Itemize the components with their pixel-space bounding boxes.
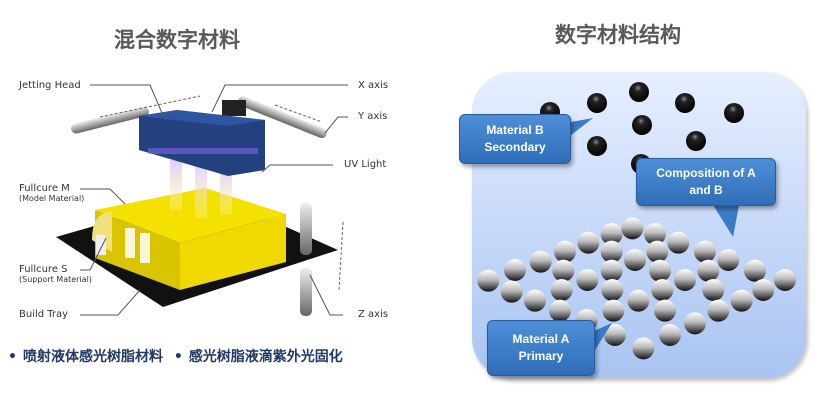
material-a-sphere xyxy=(651,279,674,301)
bullet-2: 感光树脂液滴紫外光固化 xyxy=(188,349,343,365)
callout-composition: Composition of A and B xyxy=(636,158,776,206)
callout-a-line2: Primary xyxy=(518,349,564,363)
bullet-dot: • xyxy=(8,349,17,365)
label-jetting-head: Jetting Head xyxy=(19,80,81,91)
material-a-sphere xyxy=(752,279,775,301)
material-a-sphere xyxy=(644,223,666,245)
material-a-sphere xyxy=(649,259,671,282)
material-a-sphere xyxy=(552,259,575,282)
material-b-sphere xyxy=(629,82,649,102)
material-a-sphere xyxy=(654,299,676,322)
material-a-sphere xyxy=(730,289,753,312)
right-title: 数字材料结构 xyxy=(555,23,681,47)
printer-illustration xyxy=(56,84,348,316)
callout-comp-line2: and B xyxy=(689,183,723,197)
label-x-axis: X axis xyxy=(358,80,389,91)
bullet-dot: • xyxy=(173,349,183,365)
material-a-sphere xyxy=(604,324,626,346)
label-fullcure-m: Fullcure M(Model Material) xyxy=(19,183,84,203)
material-b-sphere xyxy=(724,103,744,123)
material-a-sphere xyxy=(550,279,573,301)
model-block-top xyxy=(95,188,286,243)
callout-b-line2: Secondary xyxy=(484,140,546,154)
material-b-sphere xyxy=(587,136,607,156)
material-a-sphere xyxy=(667,231,690,254)
material-a-sphere xyxy=(702,279,725,301)
label-uv-light: UV Light xyxy=(344,159,387,170)
material-a-sphere xyxy=(684,312,706,335)
fullcure-m-text: Fullcure M xyxy=(19,183,70,194)
material-a-sphere xyxy=(600,259,623,282)
material-a-sphere xyxy=(529,250,552,273)
label-z-axis: Z axis xyxy=(358,309,389,320)
material-a-sphere xyxy=(707,299,730,322)
callout-a-line1: Material A xyxy=(512,332,570,346)
material-a-sphere xyxy=(600,223,623,245)
callout-material-b: Material B Secondary xyxy=(459,114,571,164)
material-a-sphere xyxy=(549,299,571,322)
fullcure-m-sub: (Model Material) xyxy=(19,194,85,203)
material-a-sphere xyxy=(717,249,740,271)
material-a-sphere xyxy=(632,337,655,360)
material-a-sphere xyxy=(697,259,720,282)
callout-tail-composition xyxy=(710,200,740,237)
material-a-sphere xyxy=(576,269,599,291)
fullcure-s-sub: (Support Material) xyxy=(19,275,92,284)
material-a-sphere xyxy=(577,231,600,254)
label-fullcure-s: Fullcure S(Support Material) xyxy=(19,264,92,284)
jetting-head xyxy=(139,110,265,176)
material-a-sphere xyxy=(674,269,696,291)
label-build-tray: Build Tray xyxy=(19,309,69,320)
material-a-sphere xyxy=(694,240,716,263)
material-b-sphere xyxy=(675,93,695,113)
left-title: 混合数字材料 xyxy=(114,28,240,52)
material-a-sphere xyxy=(500,280,523,303)
material-a-sphere xyxy=(659,324,681,346)
bullet-list: • 喷射液体感光树脂材料 • 感光树脂液滴紫外光固化 xyxy=(8,346,349,366)
material-a-sphere xyxy=(774,269,796,291)
callout-comp-line1: Composition of A xyxy=(656,166,756,180)
material-a-sphere xyxy=(627,289,650,312)
material-a-sphere xyxy=(646,240,669,263)
bullet-1: 喷射液体感光树脂材料 xyxy=(22,349,163,365)
material-a-sphere xyxy=(600,240,623,263)
material-b-sphere xyxy=(587,93,607,113)
material-a-sphere xyxy=(477,269,500,292)
material-a-sphere xyxy=(744,259,766,282)
fullcure-s-text: Fullcure S xyxy=(19,264,68,275)
material-a-sphere xyxy=(554,240,576,263)
material-a-sphere xyxy=(504,259,526,281)
material-a-sphere xyxy=(621,217,644,240)
material-a-sphere xyxy=(602,299,625,322)
material-a-sphere xyxy=(524,289,546,312)
material-a-sphere xyxy=(624,249,646,271)
label-y-axis: Y axis xyxy=(358,111,388,122)
material-b-sphere xyxy=(632,115,652,135)
material-b-sphere xyxy=(686,131,706,151)
callout-material-a: Material A Primary xyxy=(487,320,595,376)
callout-b-line1: Material B xyxy=(486,123,544,137)
material-a-sphere xyxy=(601,279,624,301)
